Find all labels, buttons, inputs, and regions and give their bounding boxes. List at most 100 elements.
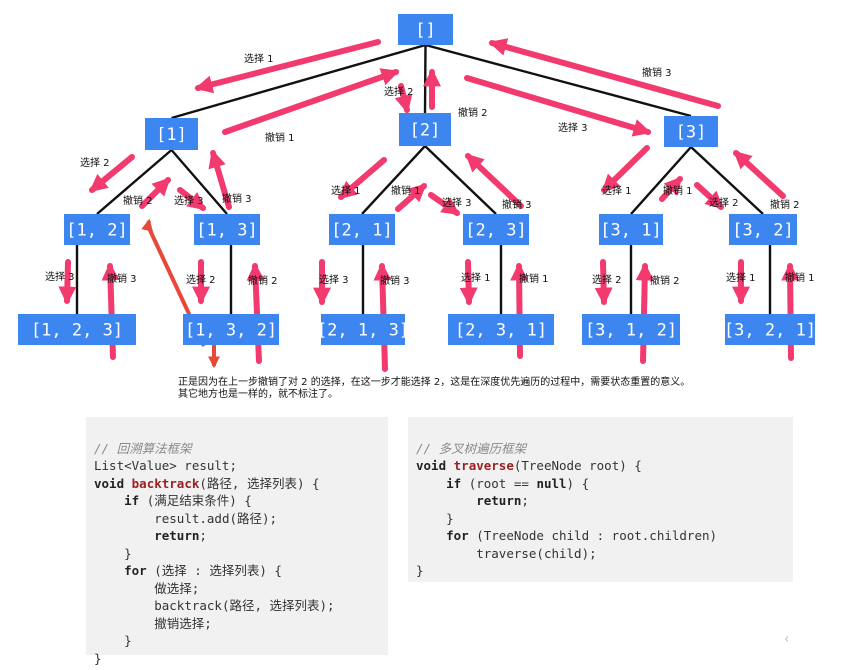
node-box bbox=[194, 214, 260, 245]
arrow-label: 撤销 2 bbox=[770, 198, 800, 211]
code-line: result.add(路径); bbox=[154, 510, 278, 526]
tree-node: [3, 1, 2] bbox=[582, 314, 680, 345]
traversal-arrow bbox=[428, 192, 460, 216]
node-box bbox=[599, 214, 663, 245]
arrow-label: 选择 3 bbox=[442, 196, 472, 209]
traversal-arrow bbox=[58, 259, 77, 305]
traversal-arrow bbox=[338, 157, 387, 200]
node-box bbox=[448, 314, 554, 345]
traversal-arrows bbox=[58, 38, 800, 372]
code-line: return; bbox=[476, 493, 529, 508]
arrow-label: 撤销 1 bbox=[785, 271, 815, 284]
function-name: traverse bbox=[453, 458, 514, 473]
note-line-2: 其它地方也是一样的，就不标注了。 bbox=[178, 389, 338, 400]
tree-edge bbox=[425, 43, 692, 118]
arrow-label: 撤销 3 bbox=[222, 192, 252, 205]
code-comment: // 回溯算法框架 bbox=[94, 440, 192, 456]
traversal-arrow bbox=[464, 75, 652, 137]
code-line: if (满足结束条件) { bbox=[124, 493, 252, 508]
node-label: [3] bbox=[676, 123, 707, 143]
traversal-arrow bbox=[194, 39, 381, 94]
arrow-label: 选择 2 bbox=[384, 85, 414, 98]
arrow-label: 撤销 3 bbox=[107, 272, 137, 285]
traversal-arrow bbox=[177, 187, 206, 211]
tree-node: [1] bbox=[145, 118, 198, 150]
traversal-arrow bbox=[395, 183, 427, 212]
arrow-label: 选择 3 bbox=[174, 194, 204, 207]
node-label: [1] bbox=[156, 125, 187, 145]
traversal-arrow bbox=[208, 149, 232, 210]
tree-node: [2, 3] bbox=[463, 214, 529, 245]
tree-node: [1, 3, 2] bbox=[183, 314, 279, 345]
tree-node: [3] bbox=[664, 116, 718, 147]
node-box bbox=[329, 214, 395, 245]
code-line: if (root == null) { bbox=[446, 475, 590, 491]
arrow-label: 撤销 2 bbox=[458, 106, 488, 119]
arrow-label: 撤销 3 bbox=[502, 198, 532, 211]
arrow-label: 选择 3 bbox=[558, 121, 588, 134]
node-box bbox=[145, 118, 198, 150]
arrow-label: 选择 3 bbox=[319, 273, 349, 286]
code-line: void traverse(TreeNode root) { bbox=[416, 458, 642, 473]
tree-edge bbox=[361, 145, 426, 215]
code-line: return; bbox=[154, 528, 207, 543]
tree-node: [3, 2] bbox=[729, 214, 797, 245]
node-box bbox=[398, 14, 453, 45]
traversal-arrow bbox=[394, 83, 413, 114]
node-box bbox=[64, 214, 130, 245]
arrow-label: 选择 3 bbox=[45, 270, 75, 283]
code-line: } bbox=[124, 633, 132, 648]
code-line: traverse(child); bbox=[476, 545, 597, 561]
code-comment: // 多叉树遍历框架 bbox=[416, 440, 527, 456]
node-label: [2, 3] bbox=[465, 221, 526, 241]
arrow-label: 选择 2 bbox=[709, 196, 739, 209]
arrow-label: 选择 2 bbox=[80, 156, 110, 169]
node-label: [3, 2, 1] bbox=[724, 321, 816, 341]
highlight-arrow-head bbox=[141, 218, 154, 232]
tree-node: [2, 1] bbox=[329, 214, 395, 245]
node-box bbox=[18, 314, 136, 345]
tree-edge bbox=[630, 146, 692, 215]
code-line: backtrack(路径, 选择列表); bbox=[154, 598, 335, 613]
arrow-label: 选择 1 bbox=[331, 184, 361, 197]
tree-node: [2, 3, 1] bbox=[448, 314, 554, 345]
traversal-arrow bbox=[89, 154, 135, 193]
node-label: [] bbox=[415, 21, 435, 41]
tree-node: [3, 1] bbox=[599, 214, 663, 245]
arrow-labels: 选择 1 选择 2 撤销 2 撤销 1 选择 3 撤销 3 选择 2 撤销 2 选择 3 撤销 3… bbox=[45, 52, 815, 287]
code-line: void backtrack(路径, 选择列表) { bbox=[94, 475, 320, 491]
traversal-arrow bbox=[139, 177, 171, 209]
node-label: [1, 2] bbox=[66, 221, 127, 241]
arrow-label: 撤销 1 bbox=[663, 184, 693, 197]
tree-edge bbox=[690, 146, 764, 215]
traversal-arrow bbox=[222, 68, 400, 135]
arrow-label: 选择 2 bbox=[592, 273, 622, 286]
code-line: 撤销选择; bbox=[154, 615, 212, 631]
arrow-label: 选择 1 bbox=[602, 184, 632, 197]
node-box bbox=[463, 214, 529, 245]
arrow-label: 撤销 3 bbox=[380, 274, 410, 287]
node-label: [2, 1, 3] bbox=[317, 321, 409, 341]
arrow-label: 选择 2 bbox=[186, 273, 216, 286]
tree-edge bbox=[96, 149, 173, 215]
arrow-label: 选择 1 bbox=[244, 52, 274, 65]
arrow-label: 撤销 2 bbox=[650, 274, 680, 287]
arrow-label: 撤销 2 bbox=[123, 194, 153, 207]
tree-node: [2, 1, 3] bbox=[317, 314, 409, 345]
node-label: [1, 2, 3] bbox=[31, 321, 123, 341]
tree-edge bbox=[171, 43, 426, 120]
traverse-code-block: // 多叉树遍历框架 void traverse(TreeNode root) {… bbox=[408, 417, 793, 582]
node-label: [3, 1] bbox=[600, 221, 661, 241]
tree-node: [1, 2, 3] bbox=[18, 314, 136, 345]
arrow-label: 撤销 1 bbox=[265, 131, 295, 144]
node-label: [2, 1] bbox=[331, 221, 392, 241]
traversal-arrow bbox=[635, 262, 654, 364]
code-line: for (TreeNode child : root.children) bbox=[446, 528, 718, 543]
traversal-arrow bbox=[694, 182, 724, 210]
arrow-label: 选择 1 bbox=[461, 271, 491, 284]
traversal-arrow bbox=[488, 38, 721, 109]
node-box bbox=[582, 314, 680, 345]
traversal-arrow bbox=[659, 176, 683, 202]
arrow-label: 撤销 1 bbox=[519, 272, 549, 285]
